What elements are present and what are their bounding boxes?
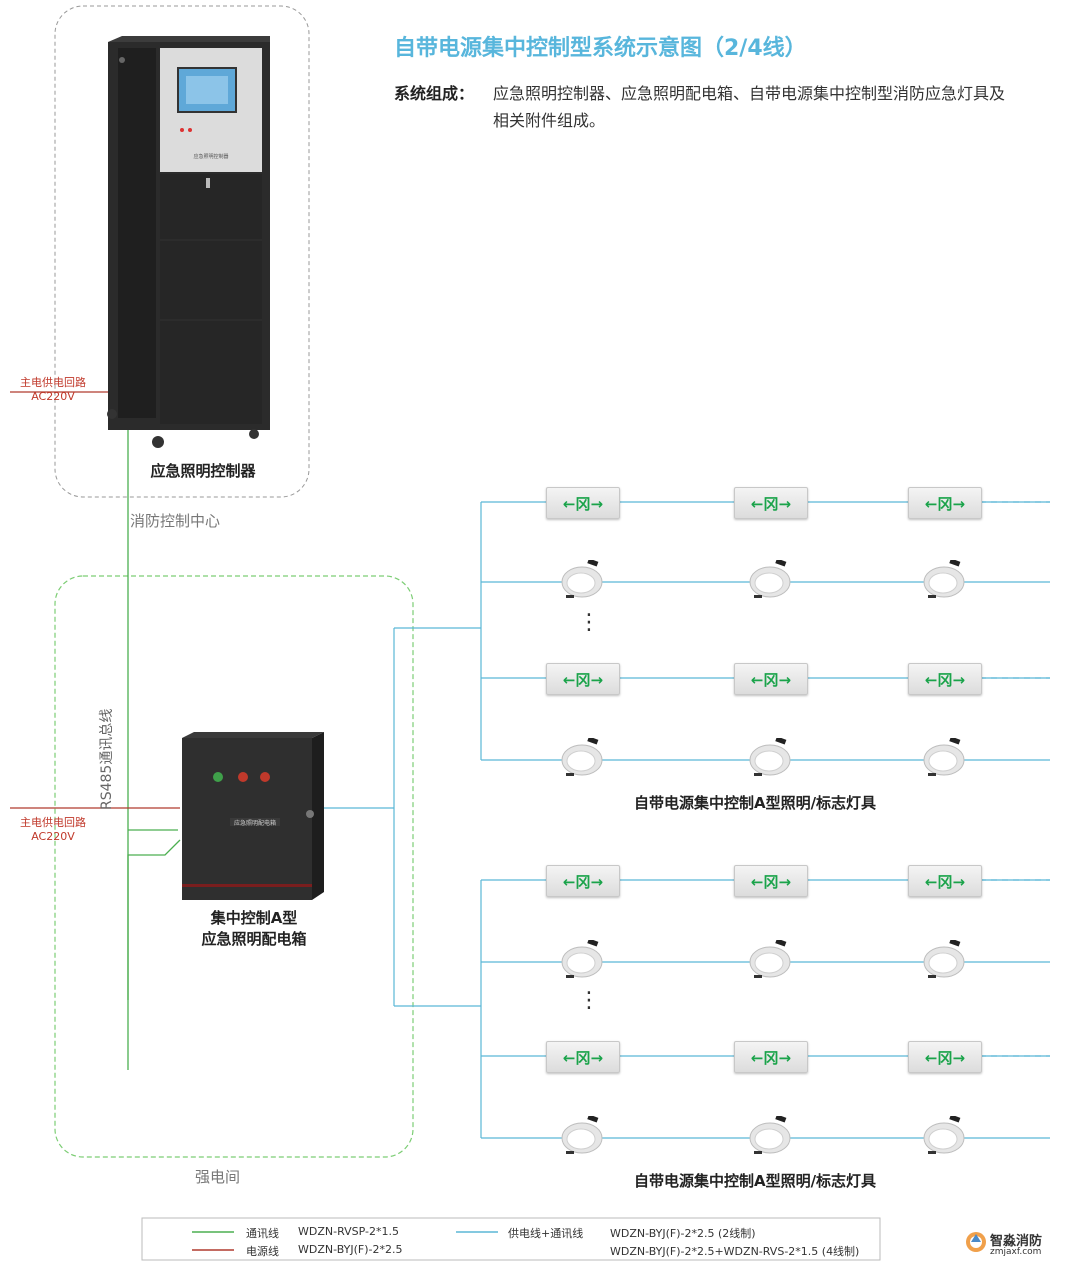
strong-room-label: 强电间	[195, 1168, 241, 1186]
controller-label: 应急照明控制器	[150, 462, 256, 480]
legend-comm-spec: WDZN-RVSP-2*1.5	[298, 1225, 399, 1238]
legend-comm-name: 通讯线	[246, 1227, 279, 1240]
downlight-fixture	[922, 1114, 966, 1156]
fire-control-center-label: 消防控制中心	[130, 512, 221, 530]
main-power-top-label: 主电供电回路 AC220V	[20, 376, 86, 403]
controller-panel-text: 应急照明控制器	[193, 153, 228, 160]
box-panel-text: 应急照明配电箱	[234, 819, 276, 827]
logo-url: zmjaxf.com	[990, 1247, 1042, 1257]
composition-text: 应急照明控制器、应急照明配电箱、自带电源集中控制型消防应急灯具及相关附件组成。	[493, 84, 1006, 130]
ellipsis-group-1: ⋮	[578, 610, 600, 635]
downlight-fixture	[922, 938, 966, 980]
exit-sign-fixture: ←冈→	[734, 663, 808, 695]
ellipsis-group-2: ⋮	[578, 988, 600, 1013]
controller-cabinet	[107, 36, 270, 448]
downlight-fixture	[922, 736, 966, 778]
distribution-box-label: 集中控制A型 应急照明配电箱	[201, 909, 307, 948]
branch-dashed-tails	[980, 501, 1050, 1057]
legend-box	[141, 1217, 881, 1261]
downlight-fixture	[560, 1114, 604, 1156]
exit-sign-fixture: ←冈→	[546, 1041, 620, 1073]
downlight-fixture	[922, 558, 966, 600]
downlight-fixture	[560, 736, 604, 778]
logo-mark	[966, 1232, 986, 1252]
fixture-group-label-1: 自带电源集中控制A型照明/标志灯具	[633, 794, 877, 812]
composition-label: 系统组成：	[394, 84, 475, 103]
legend-supply-spec-1: WDZN-BYJ(F)-2*2.5 (2线制)	[610, 1227, 756, 1240]
exit-sign-fixture: ←冈→	[734, 865, 808, 897]
exit-sign-fixture: ←冈→	[546, 865, 620, 897]
exit-sign-fixture: ←冈→	[734, 1041, 808, 1073]
exit-sign-fixture: ←冈→	[546, 663, 620, 695]
legend-power-spec: WDZN-BYJ(F)-2*2.5	[298, 1243, 403, 1256]
strong-room-boundary	[54, 575, 414, 1158]
downlight-fixture	[748, 1114, 792, 1156]
downlight-fixture	[748, 558, 792, 600]
distribution-box-body	[182, 732, 324, 900]
legend-power-name: 电源线	[246, 1245, 279, 1258]
exit-sign-fixture: ←冈→	[734, 487, 808, 519]
logo-name: 智淼消防	[990, 1234, 1043, 1249]
legend-supply-name: 供电线+通讯线	[508, 1227, 584, 1240]
exit-sign-fixture: ←冈→	[546, 487, 620, 519]
fire-control-center-boundary	[54, 5, 310, 498]
bus-to-box-2	[127, 839, 181, 1000]
exit-sign-fixture: ←冈→	[908, 865, 982, 897]
downlight-fixture	[748, 736, 792, 778]
downlight-fixture	[560, 938, 604, 980]
exit-sign-fixture: ←冈→	[908, 663, 982, 695]
fixture-group-label-2: 自带电源集中控制A型照明/标志灯具	[633, 1172, 877, 1190]
downlight-fixture	[748, 938, 792, 980]
legend-supply-spec-2: WDZN-BYJ(F)-2*2.5+WDZN-RVS-2*1.5 (4线制)	[610, 1245, 860, 1258]
downlight-fixture	[560, 558, 604, 600]
main-power-bottom-label: 主电供电回路 AC220V	[20, 816, 86, 843]
diagram-title: 自带电源集中控制型系统示意图（2/4线）	[394, 36, 807, 61]
exit-sign-fixture: ←冈→	[908, 487, 982, 519]
exit-sign-fixture: ←冈→	[908, 1041, 982, 1073]
rs485-bus-label: RS485通讯总线	[99, 708, 115, 810]
